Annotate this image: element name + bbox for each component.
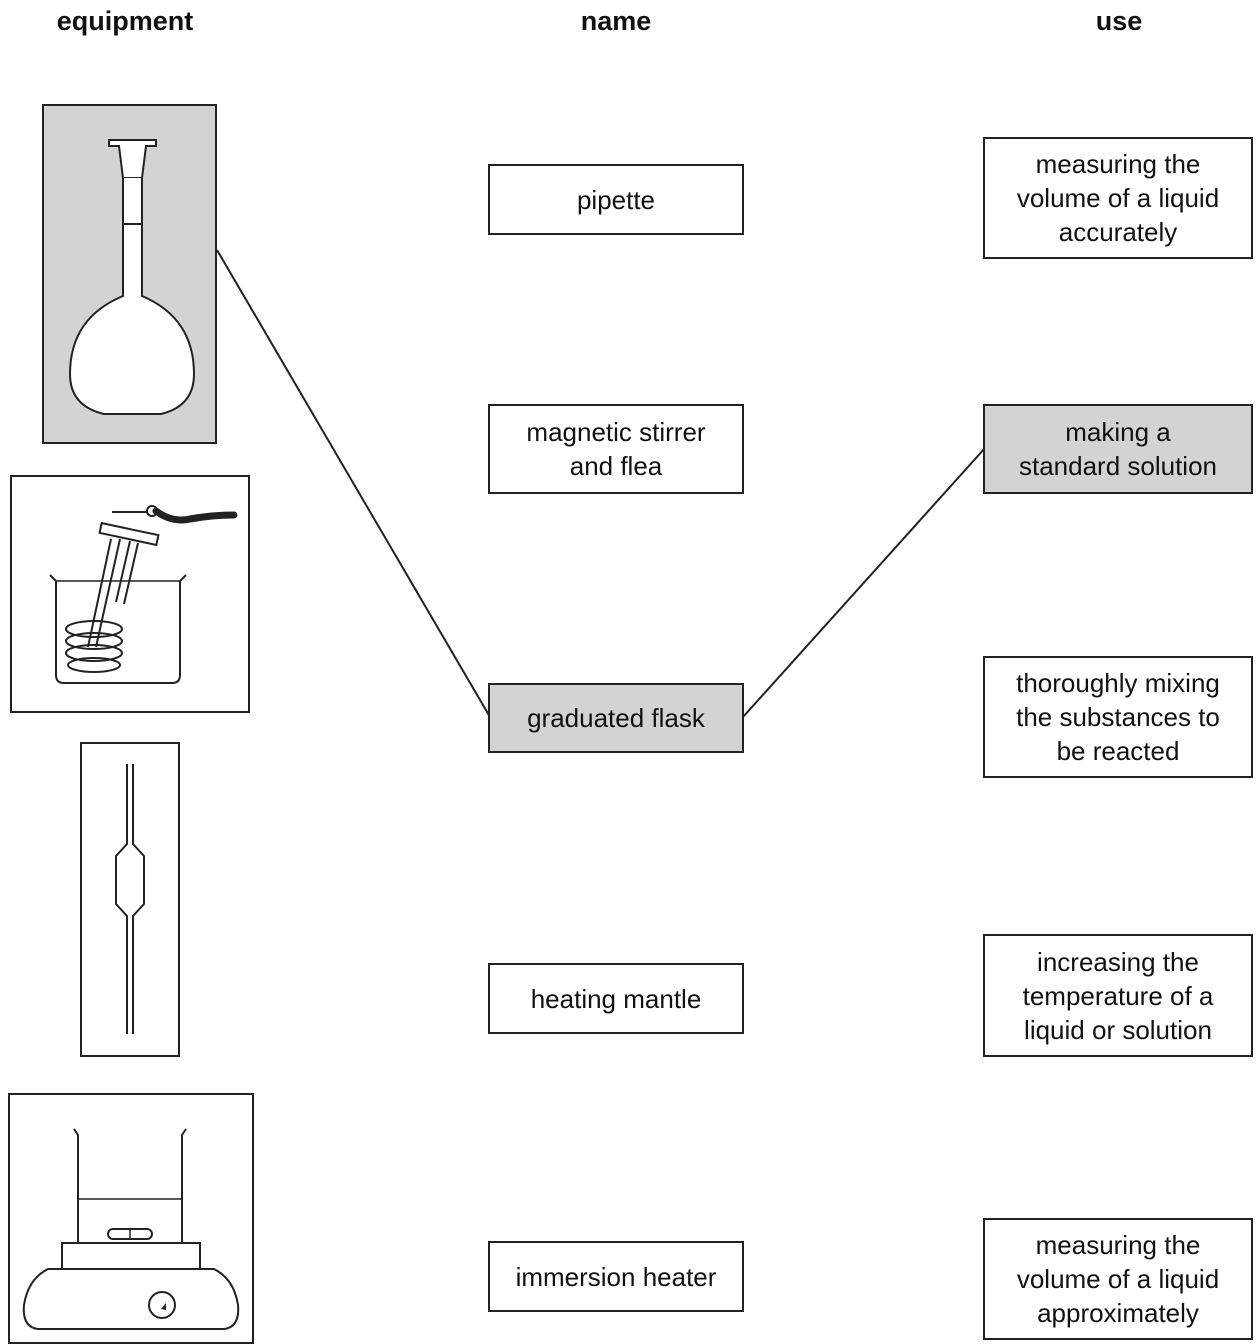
name-column-header: name: [580, 6, 652, 36]
equipment-column-header: equipment: [56, 6, 194, 36]
use-box-thorough-mixing[interactable]: thoroughly mixing the substances to be r…: [983, 656, 1253, 778]
magnetic-stirrer-icon: [22, 1128, 240, 1330]
pipette-icon: [115, 764, 145, 1034]
connector-graduated-flask-to-standard-solution: [742, 447, 986, 718]
connector-flask-to-graduated-flask: [216, 249, 491, 718]
equipment-item-volumetric-flask[interactable]: [42, 104, 217, 444]
volumetric-flask-icon: [68, 139, 196, 415]
use-column-header: use: [1095, 6, 1143, 36]
name-box-heating-mantle[interactable]: heating mantle: [488, 963, 744, 1034]
name-box-pipette[interactable]: pipette: [488, 164, 744, 235]
use-box-standard-solution[interactable]: making a standard solution: [983, 404, 1253, 494]
name-box-graduated-flask[interactable]: graduated flask: [488, 683, 744, 753]
equipment-item-magnetic-stirrer[interactable]: [8, 1093, 254, 1344]
use-box-measuring-approximately[interactable]: measuring the volume of a liquid approxi…: [983, 1218, 1253, 1340]
use-box-measuring-accurately[interactable]: measuring the volume of a liquid accurat…: [983, 137, 1253, 259]
name-box-immersion-heater[interactable]: immersion heater: [488, 1241, 744, 1312]
equipment-item-pipette[interactable]: [80, 742, 180, 1057]
immersion-heater-icon: [49, 505, 238, 684]
equipment-item-immersion-heater[interactable]: [10, 475, 250, 713]
use-box-increasing-temperature[interactable]: increasing the temperature of a liquid o…: [983, 934, 1253, 1057]
name-box-magnetic-stirrer[interactable]: magnetic stirrer and flea: [488, 404, 744, 494]
